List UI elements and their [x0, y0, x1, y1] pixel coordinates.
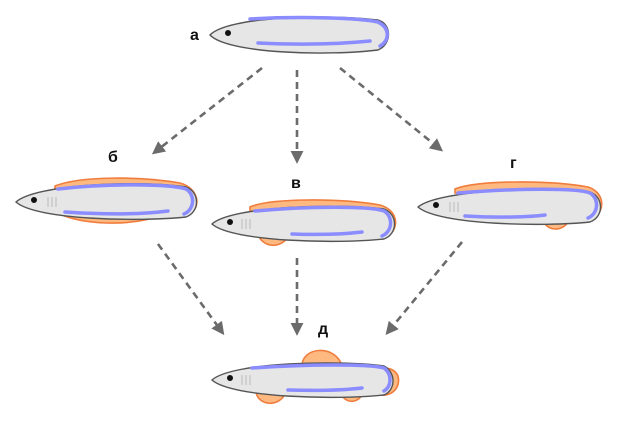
- arrow-g-to-d: [385, 241, 464, 336]
- fish-g: [416, 181, 603, 230]
- fish-v-gills: [241, 219, 251, 229]
- fish-g-gills: [449, 202, 459, 212]
- fish-b-ventral-line: [63, 209, 170, 216]
- fish-a-ventral-fold: [256, 39, 372, 46]
- fish-d-body: [210, 362, 394, 399]
- fish-v: [210, 199, 397, 247]
- label-b: б: [108, 149, 118, 166]
- label-v: в: [291, 175, 301, 192]
- fish-v-dorsal-line: [253, 205, 393, 238]
- arrow-a-to-b: [151, 66, 263, 155]
- fish-b: [14, 177, 198, 224]
- fish-d-eye: [227, 375, 233, 381]
- arrows: [151, 66, 464, 336]
- fish-d-ventral-line: [286, 386, 364, 393]
- fish-d-gills: [241, 375, 251, 385]
- fish-a-body: [209, 16, 390, 54]
- label-g: г: [510, 155, 517, 172]
- fish-a: [209, 15, 390, 54]
- fish-g-dorsal-line: [456, 187, 599, 220]
- arrow-a-to-g: [339, 66, 444, 152]
- fish-g-ventral-line: [463, 213, 547, 219]
- arrow-b-to-d: [156, 243, 225, 336]
- fish-v-eye: [227, 219, 233, 225]
- fish-g-body: [416, 188, 602, 226]
- fish-g-eye: [433, 202, 439, 208]
- fish-v-ventral-line: [290, 230, 364, 237]
- fish-b-dorsal-line: [56, 183, 195, 216]
- fish-v-body: [210, 205, 396, 243]
- label-a: а: [190, 27, 199, 44]
- fish-b-eye: [31, 197, 37, 203]
- fish-b-gills: [47, 197, 57, 207]
- fish-d-dorsal-line: [250, 363, 392, 393]
- fish-d: [210, 349, 400, 405]
- label-d: д: [318, 321, 328, 338]
- fish-a-dorsal-fold: [248, 15, 389, 48]
- fish-a-eye: [225, 30, 231, 36]
